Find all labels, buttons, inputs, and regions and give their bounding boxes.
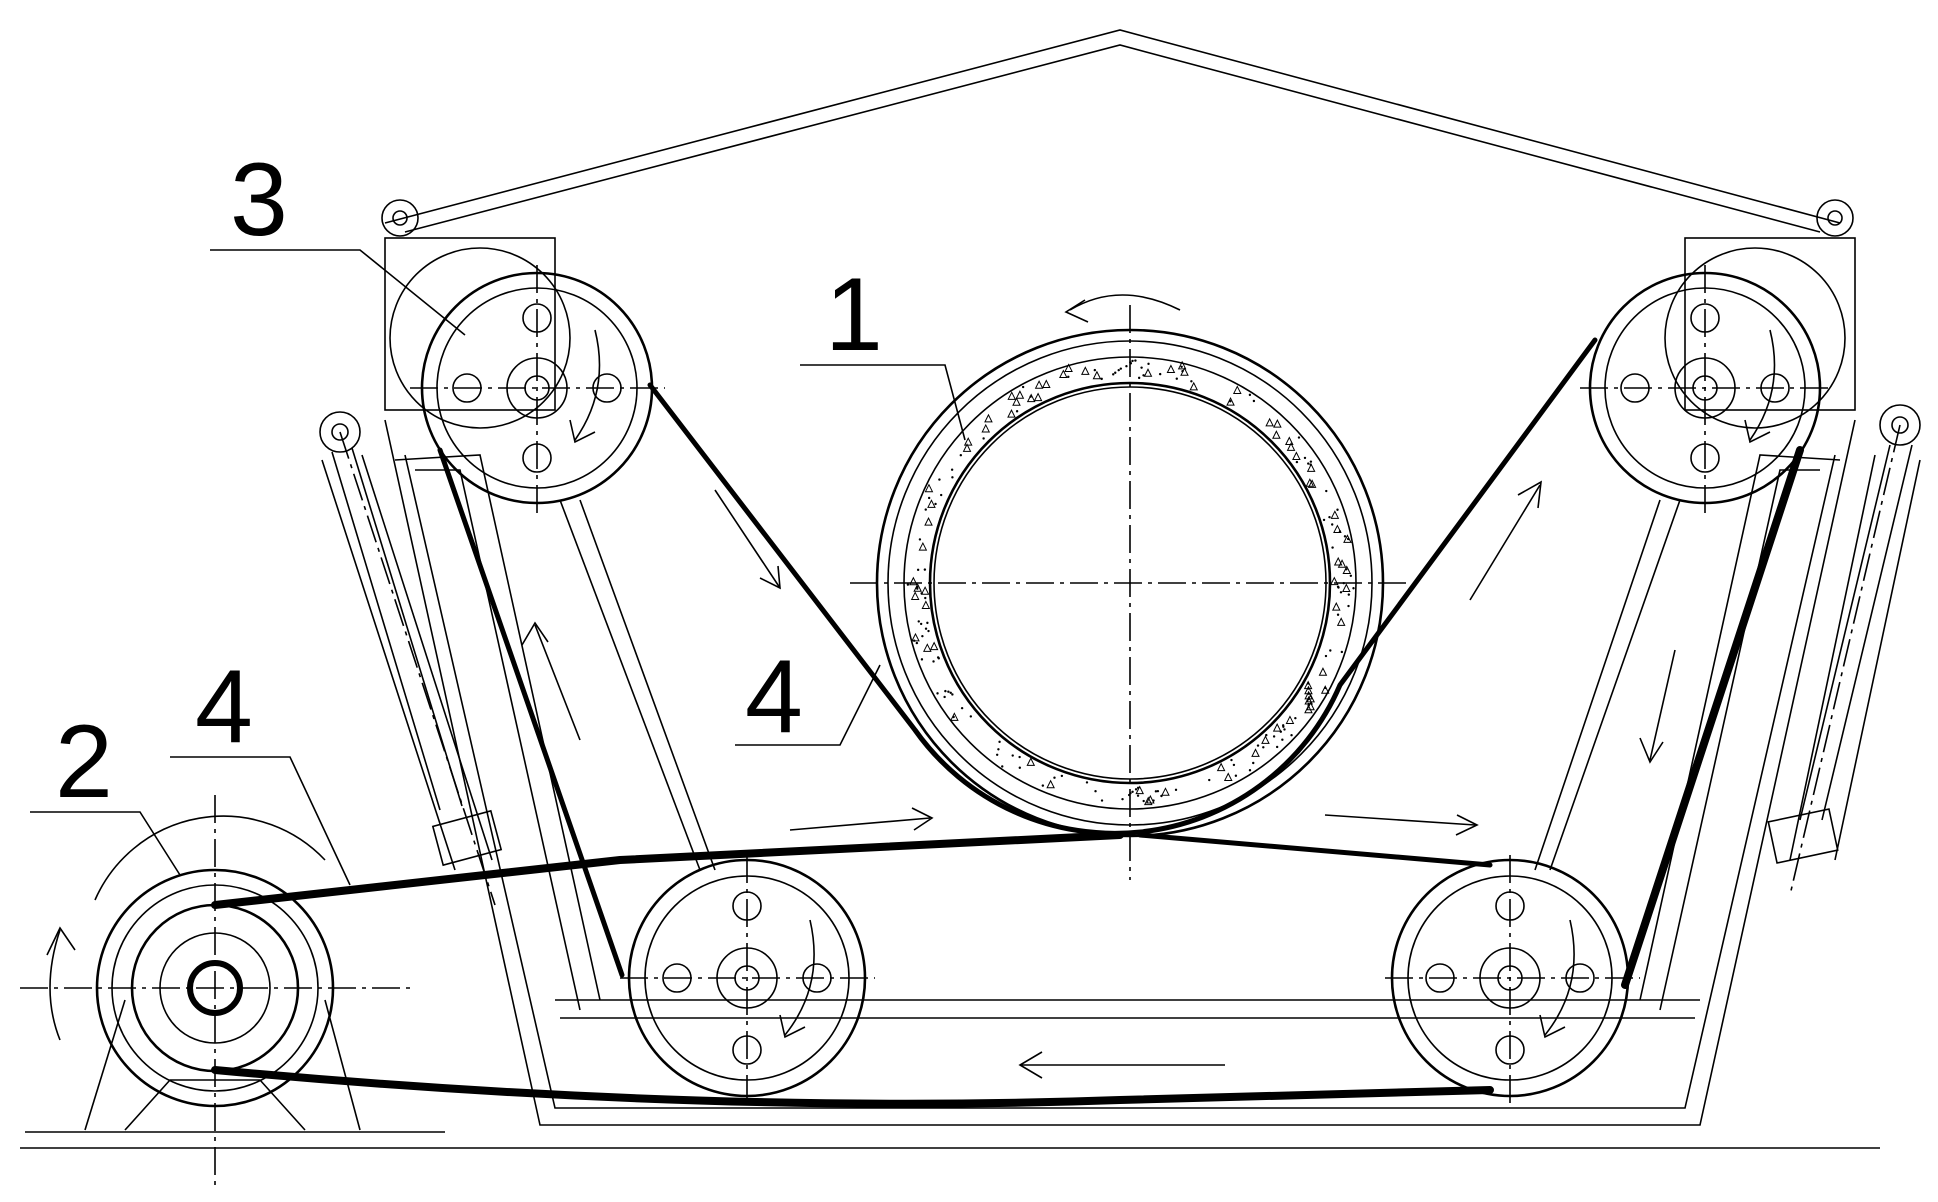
left-tension-cylinder bbox=[319, 411, 503, 906]
machine-frame bbox=[20, 29, 1880, 1149]
abrasive-belt bbox=[211, 337, 1804, 1108]
belt-direction-arrows bbox=[521, 480, 1676, 1079]
callout-leaders bbox=[30, 249, 966, 886]
lower-right-roller bbox=[1385, 855, 1640, 1105]
callout-label-3: 3 bbox=[230, 142, 288, 258]
lower-left-roller bbox=[620, 855, 875, 1105]
upper-left-idler-roller bbox=[389, 247, 665, 515]
upper-right-idler-roller bbox=[1580, 247, 1846, 515]
callout-label-4-belt: 4 bbox=[745, 639, 803, 755]
workpiece-grinding-wheel bbox=[850, 294, 1410, 880]
right-tension-cylinder bbox=[1767, 404, 1921, 896]
drive-wheel bbox=[20, 795, 415, 1185]
callout-label-1: 1 bbox=[825, 257, 883, 373]
callout-label-4-drive: 4 bbox=[195, 649, 253, 765]
callout-label-2: 2 bbox=[55, 704, 113, 820]
abrasive-grit-ring bbox=[906, 359, 1355, 806]
